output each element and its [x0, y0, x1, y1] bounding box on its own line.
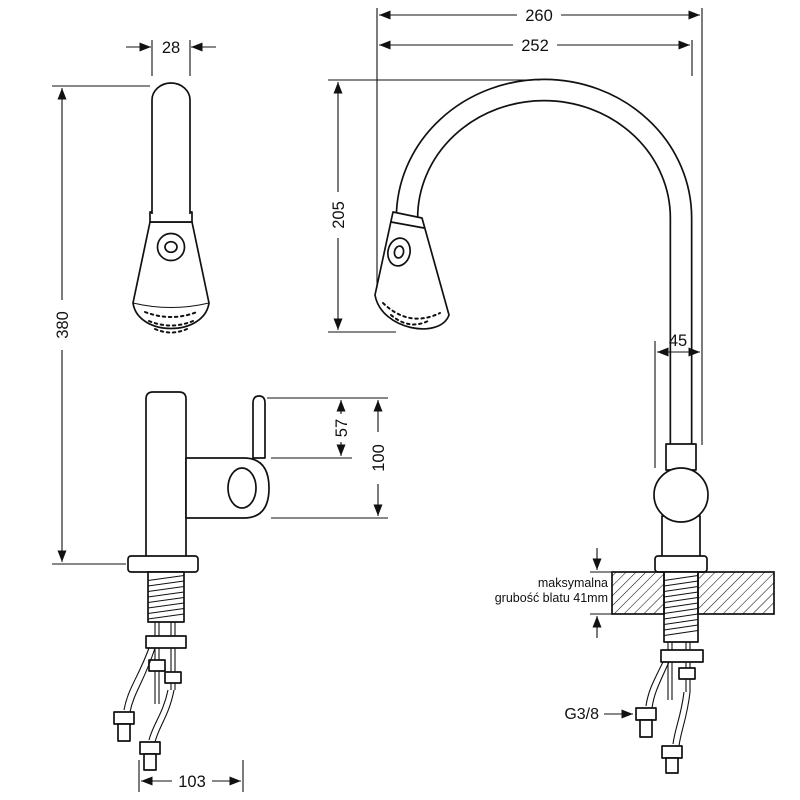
- dim-overall-depth: 260: [376, 7, 703, 445]
- dim-spout-height: 205: [328, 79, 540, 333]
- dim-total-height: 380: [52, 85, 150, 565]
- dim-label-380: 380: [54, 311, 72, 339]
- side-spout-arc: [395, 78, 693, 452]
- dim-label-252: 252: [521, 37, 549, 55]
- side-threaded-shank: [663, 571, 699, 643]
- dim-label-205: 205: [330, 201, 348, 229]
- front-spray-head-icon: [132, 211, 210, 334]
- front-spray-button-icon: [156, 232, 186, 262]
- side-ball-joint-icon: [653, 467, 709, 523]
- front-hoses: [113, 647, 175, 771]
- note-line1: maksymalna: [538, 576, 608, 590]
- front-threaded-shank: [147, 571, 185, 623]
- countertop-note: maksymalna grubość blatu 41mm: [495, 548, 612, 638]
- dim-body-offset: 45: [654, 332, 700, 468]
- front-mounting-bracket: [145, 635, 187, 649]
- dim-base-depth: 103: [138, 760, 244, 792]
- hose-connector-icon: [635, 707, 657, 721]
- dim-label-57: 57: [333, 419, 351, 437]
- dim-label-45: 45: [669, 332, 687, 350]
- thread-label-text: G3/8: [564, 706, 599, 723]
- dim-label-103: 103: [178, 773, 206, 791]
- side-nut-icon: [678, 667, 696, 680]
- front-nut-icon: [164, 671, 182, 684]
- side-body-column: [661, 515, 701, 561]
- side-countertop: [611, 571, 775, 615]
- dim-lever-height: 57: [267, 397, 388, 459]
- dim-label-260: 260: [525, 7, 553, 25]
- side-hoses: [635, 661, 691, 774]
- side-mounting-hardware: [635, 642, 704, 774]
- dim-spout-reach: 252: [379, 37, 693, 76]
- side-view: maksymalna grubość blatu 41mm: [328, 7, 775, 774]
- front-handle-pivot-icon: [227, 467, 257, 509]
- front-spout: [151, 82, 191, 214]
- front-base-flange: [127, 555, 199, 573]
- side-spray-head-icon: [374, 211, 450, 330]
- front-mounting-hardware: [113, 622, 187, 771]
- dim-body-height: 100: [271, 400, 388, 519]
- front-body: [127, 391, 270, 573]
- thread-size-label: G3/8: [564, 706, 633, 723]
- hose-connector-icon: [139, 741, 161, 755]
- dim-label-28: 28: [162, 39, 180, 57]
- hose-connector-icon: [113, 711, 135, 725]
- dim-spout-width: 28: [126, 39, 216, 76]
- dim-label-100: 100: [370, 444, 388, 472]
- hose-connector-icon: [661, 745, 683, 759]
- note-line2: grubość blatu 41mm: [495, 591, 608, 605]
- side-base-flange: [654, 555, 708, 573]
- front-view: 28 380 57 100: [52, 39, 388, 792]
- front-body-column: [145, 391, 187, 561]
- side-mounting-bracket: [660, 649, 704, 663]
- side-collar: [665, 443, 697, 471]
- front-nut-icon: [148, 659, 166, 672]
- side-body: [653, 443, 709, 573]
- front-handle-lever: [252, 395, 266, 459]
- side-spray-button-icon: [387, 237, 411, 267]
